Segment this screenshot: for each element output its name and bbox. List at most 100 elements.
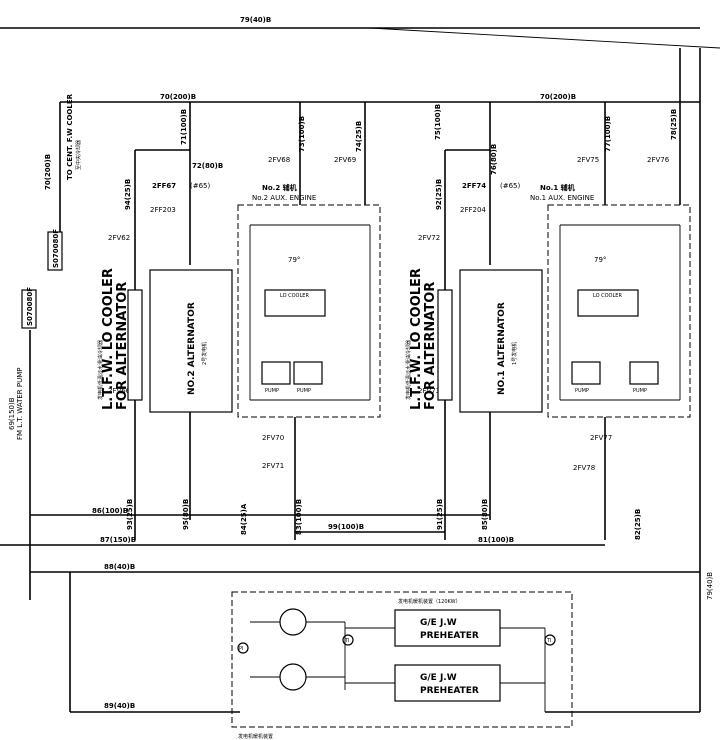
line-label-75: 75(100)B — [434, 104, 442, 140]
engine-right-pump1 — [571, 361, 601, 385]
gauge-ti-left-label: TI — [344, 638, 350, 644]
preheater-bottom-cn: 发电机暖机装置 — [238, 733, 273, 740]
engine-right-sub: No.1 AUX. ENGINE — [530, 194, 594, 202]
valve-2fv70: 2FV70 — [262, 434, 284, 442]
gauge-ti-left — [342, 634, 354, 646]
engine-right-pump1-label: PUMP — [575, 388, 589, 394]
dn65-right: (#65) — [500, 182, 521, 190]
valve-2fv69: 2FV69 — [334, 156, 356, 164]
valve-2fv72: 2FV72 — [418, 234, 440, 242]
line-label-79v: 79(40)B — [706, 572, 714, 600]
engine-left-lo-cooler — [264, 289, 326, 317]
gauge-ti-right-label: TI — [546, 638, 552, 644]
engine-right-lo-cooler-label: LO COOLER — [593, 293, 622, 299]
line-label-94: 94(25)B — [124, 179, 132, 210]
valve-2fv71: 2FV71 — [262, 462, 284, 470]
engine-left-sub: No.2 AUX. ENGINE — [252, 194, 316, 202]
cooler-right-line2: FOR ALTERNATOR — [423, 282, 438, 410]
tag-upper-text: S070080F — [52, 229, 60, 268]
line-label-99: 99(100)B — [328, 523, 364, 531]
preheater-package — [231, 591, 573, 728]
cooler-right-line1: L.T.F.W. LO COOLER — [409, 268, 424, 410]
engine-right-temp: 79° — [594, 256, 606, 264]
cooler-left-line2: FOR ALTERNATOR — [115, 282, 130, 410]
from-pump-text: FM L.T. WATER PUMP — [16, 368, 24, 441]
pipe-79-right — [369, 27, 721, 49]
valve-2fv77: 2FV77 — [590, 434, 612, 442]
line-label-79: 79(40)B — [240, 16, 271, 24]
line-label-83: 83(100)B — [295, 499, 303, 535]
engine-right-lo-cooler — [577, 289, 639, 317]
preheater-2-line2: PREHEATER — [420, 686, 479, 696]
tag-upper — [47, 231, 63, 271]
engine-left-title: No.2 辅机 — [262, 183, 297, 192]
engine-left-pump1-label: PUMP — [265, 388, 279, 394]
valve-2ff203: 2FF203 — [150, 206, 176, 214]
alternator-right — [459, 269, 543, 413]
line-label-73: 73(100)B — [298, 116, 306, 152]
line-label-70-left: 70(200)B — [160, 93, 196, 101]
valve-2fv76: 2FV76 — [647, 156, 670, 164]
preheater-1-line2: PREHEATER — [420, 631, 479, 641]
preheater-unit-1 — [394, 609, 501, 647]
line-label-87: 87(150)B — [100, 536, 136, 544]
engine-left-pump2-label: PUMP — [297, 388, 311, 394]
line-label-76: 76(80)B — [490, 144, 498, 175]
valve-2fv68: 2FV68 — [268, 156, 290, 164]
cooler-right-body — [437, 289, 453, 401]
engine-right-pump2-label: PUMP — [633, 388, 647, 394]
pump-upper — [279, 608, 307, 636]
line-label-86: 86(100)B — [92, 507, 128, 515]
to-cent-cooler: TO CENT. F.W COOLER — [66, 93, 74, 180]
line-label-78: 78(25)B — [670, 109, 678, 140]
tag-lower-text: S070080F — [26, 287, 34, 326]
engine-left-pump1 — [261, 361, 291, 385]
engine-left-temp: 79° — [288, 256, 300, 264]
pump-lower — [279, 663, 307, 691]
valve-2ff67: 2FF67 — [152, 182, 176, 190]
line-label-92: 92(25)B — [435, 179, 443, 210]
engine-right-title: No.1 辅机 — [540, 183, 575, 192]
line-label-82: 82(25)B — [634, 509, 642, 540]
gauge-pi — [237, 642, 249, 654]
valve-2fv78: 2FV78 — [573, 464, 595, 472]
line-label-89: 89(40)B — [104, 702, 135, 710]
line-label-84: 84(25)A — [240, 503, 248, 535]
alternator-right-cn: 1号发电机 — [511, 342, 518, 365]
cooler-left-line1: L.T.F.W. LO COOLER — [101, 268, 116, 410]
engine-left-lo-cooler-label: LO COOLER — [280, 293, 309, 299]
line-label-70-right: 70(200)B — [540, 93, 576, 101]
line-label-77: 77(100)B — [604, 116, 612, 152]
preheater-title-cn: 发电机暖机装置（120KW） — [398, 598, 461, 605]
alternator-left-cn: 2号发电机 — [201, 342, 208, 365]
line-label-72: 72(80)B — [192, 162, 223, 170]
valve-2ff204: 2FF204 — [460, 206, 486, 214]
alternator-right-name: NO.1 ALTERNATOR — [497, 302, 507, 395]
line-label-71: 71(100)B — [180, 109, 188, 145]
dn65-left: (#65) — [190, 182, 211, 190]
preheater-1-line1: G/E J.W — [420, 618, 457, 628]
cooler-left-body — [127, 289, 143, 401]
valve-2fv62: 2FV62 — [108, 234, 130, 242]
engine-left-pump2 — [293, 361, 323, 385]
alternator-left — [149, 269, 233, 413]
valve-2fv66: 2FV66 — [108, 387, 131, 395]
cooler-left-cn: 发电机低温淡水滑油冷却器 — [97, 340, 104, 400]
to-cent-cooler-cn: 至中央冷却器 — [75, 140, 82, 170]
engine-right-frame — [547, 204, 691, 418]
line-label-81: 81(100)B — [478, 536, 514, 544]
gauge-pi-label: PI — [239, 646, 244, 652]
valve-2fv73: 2FV73 — [418, 387, 440, 395]
line-label-88: 88(40)B — [104, 563, 135, 571]
valve-2fv75: 2FV75 — [577, 156, 599, 164]
engine-right-pump2 — [629, 361, 659, 385]
cooler-right-cn: 发电机低温淡水滑油冷却器 — [405, 340, 412, 400]
line-label-69: 69(150)B — [8, 397, 16, 430]
line-label-70v: 70(200)B — [44, 154, 52, 190]
line-label-74: 74(25)B — [355, 121, 363, 152]
tag-lower — [21, 289, 37, 329]
engine-left-frame — [237, 204, 381, 418]
valve-2ff74: 2FF74 — [462, 182, 486, 190]
preheater-2-line1: G/E J.W — [420, 673, 457, 683]
